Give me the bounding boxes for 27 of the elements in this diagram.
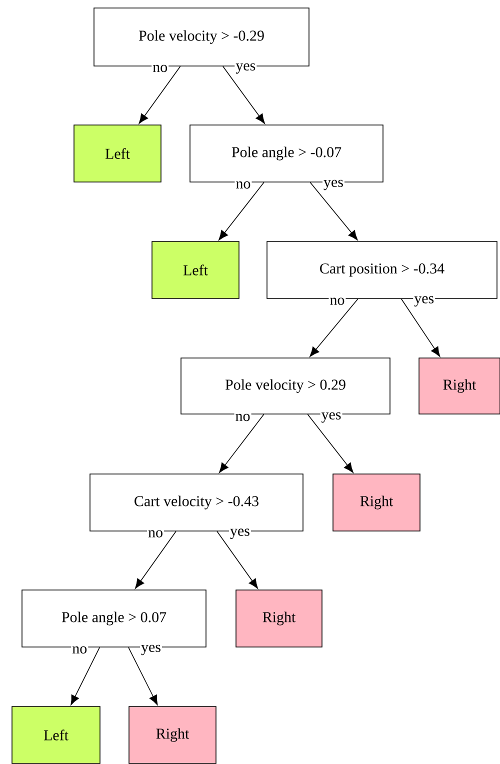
edge-label: no: [147, 529, 164, 538]
arrow: [128, 647, 158, 706]
arrow: [138, 66, 181, 124]
arrow: [70, 647, 100, 706]
arrow: [400, 298, 440, 357]
edge-label: yes: [228, 528, 251, 540]
arrow: [310, 298, 358, 357]
edge-label: yes: [320, 411, 342, 424]
arrow: [310, 182, 358, 240]
edge-label: no: [328, 296, 346, 306]
edge-label: yes: [140, 644, 162, 656]
arrow: [135, 531, 176, 589]
leaf-box: Right: [236, 590, 322, 648]
arrow: [222, 66, 265, 124]
edge-label: yes: [234, 62, 257, 75]
leaf-box: Right: [332, 474, 420, 532]
leaf-box: Right: [418, 358, 500, 414]
leaf-box: Left: [12, 706, 100, 764]
leaf-box: Left: [74, 124, 162, 182]
arrow: [307, 414, 354, 473]
arrow: [218, 182, 264, 240]
edge-label: yes: [322, 178, 344, 192]
leaf-box: Left: [152, 241, 240, 299]
edge-label: yes: [413, 295, 436, 308]
arrow: [219, 414, 264, 473]
leaf-box: Right: [128, 706, 216, 764]
arrow: [216, 531, 258, 589]
